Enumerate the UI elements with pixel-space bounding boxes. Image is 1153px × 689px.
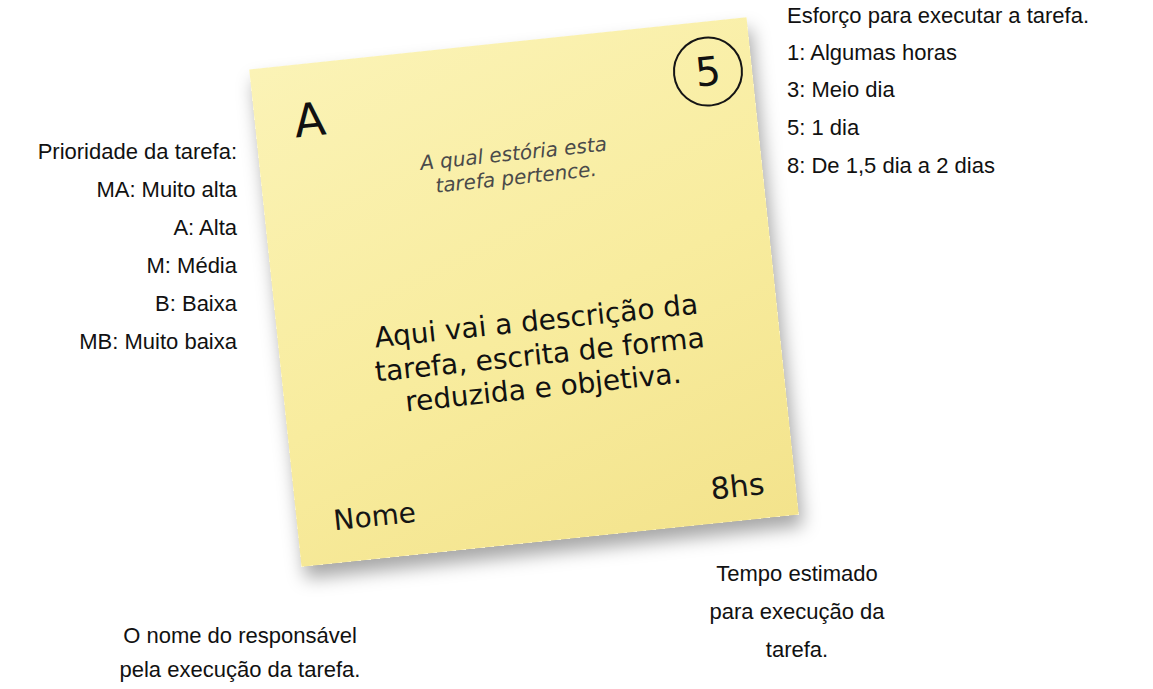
owner-name: Nome [332,496,418,538]
effort-circle: 5 [669,33,746,110]
annotation-label: 3: Meio dia [787,71,895,109]
annotation-label: MB: Muito baixa [79,323,237,361]
story-reference: A qual estória esta tarefa pertence. [413,131,617,200]
effort-number: 5 [693,46,723,96]
annotation-label: MA: Muito alta [96,171,237,209]
task-description: Aqui vai a descrição da tarefa, escrita … [355,286,724,424]
annotation-label: Esforço para executar a tarefa. [787,0,1089,35]
annotation-label: 5: 1 dia [787,109,859,147]
annotation-label: M: Média [147,247,237,285]
annotation-label: O nome do responsável pela execução da t… [109,619,371,687]
annotation-label: Tempo estimado para execução da tarefa. [702,555,892,669]
annotation-label: B: Baixa [155,285,237,323]
priority-letter: A [291,91,328,149]
annotation-label: 8: De 1,5 dia a 2 dias [787,147,995,185]
time-estimate: 8hs [709,466,766,507]
annotation-label: A: Alta [173,209,237,247]
annotation-label: 1: Algumas horas [787,34,957,72]
annotation-label: Prioridade da tarefa: [38,133,237,171]
sticky-note: A A qual estória esta tarefa pertence. Aqu… [249,17,799,567]
